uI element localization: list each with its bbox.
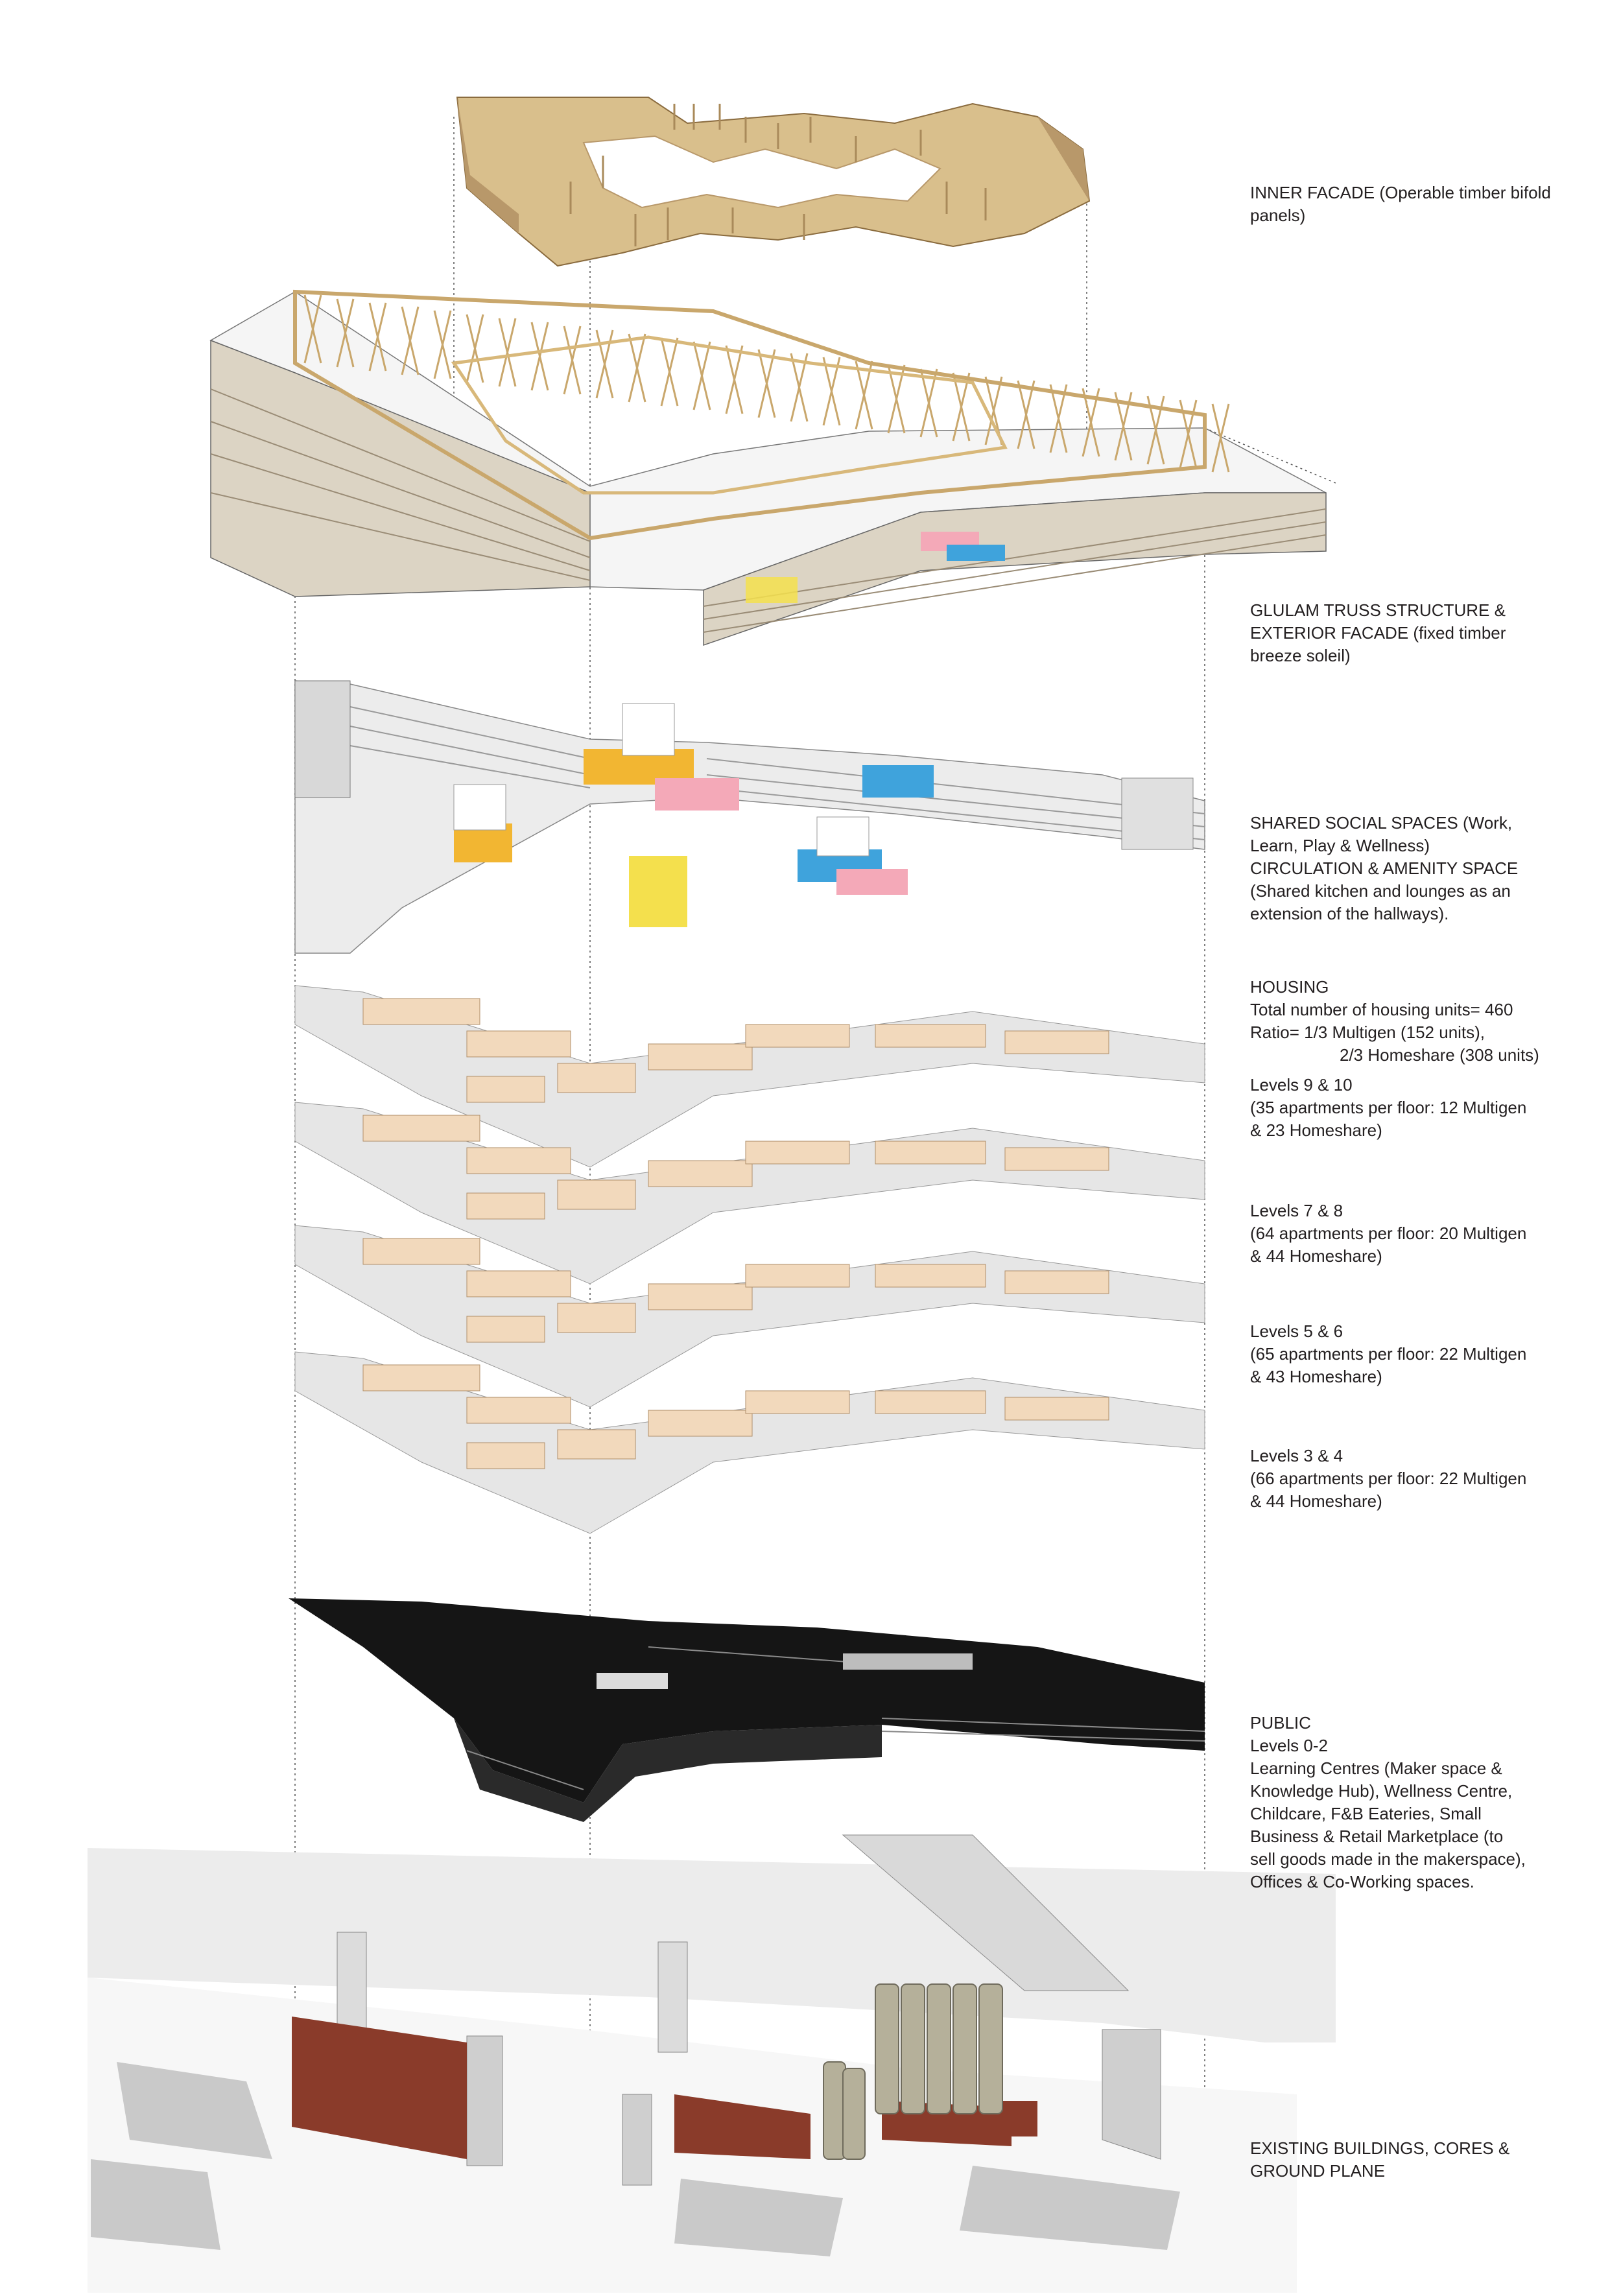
housing-levels-3-4-label: Levels 3 & 4 (66 apartments per floor: 2… [1250, 1445, 1587, 1513]
social-line-2: Learn, Play & Wellness) [1250, 836, 1430, 855]
social-line-3: CIRCULATION & AMENITY SPACE [1250, 858, 1519, 878]
social-layer [294, 680, 1205, 954]
housing-level-name: Levels 5 & 6 [1250, 1321, 1343, 1341]
existing-label: EXISTING BUILDINGS, CORES & GROUND PLANE [1250, 2137, 1587, 2183]
public-line-2: Levels 0-2 [1250, 1736, 1328, 1755]
public-line-6: Business & Retail Marketplace (to [1250, 1827, 1504, 1846]
housing-levels-9-10-label: Levels 9 & 10 (35 apartments per floor: … [1250, 1074, 1587, 1142]
housing-floor-plate [294, 985, 1205, 1168]
social-line-5: extension of the hallways). [1250, 904, 1449, 923]
public-line-1: PUBLIC [1250, 1713, 1311, 1733]
housing-levels-5-6-label: Levels 5 & 6 (65 apartments per floor: 2… [1250, 1320, 1587, 1388]
housing-label: HOUSING Total number of housing units= 4… [1250, 976, 1587, 1067]
truss-label: GLULAM TRUSS STRUCTURE & EXTERIOR FACADE… [1250, 599, 1587, 667]
inner-facade-line-2: panels) [1250, 206, 1306, 225]
public-line-5: Childcare, F&B Eateries, Small [1250, 1804, 1482, 1823]
housing-total: Total number of housing units= 460 [1250, 1000, 1513, 1019]
housing-floor-plate [294, 1102, 1205, 1284]
housing-floor-plate [294, 1225, 1205, 1408]
public-label: PUBLIC Levels 0-2 Learning Centres (Make… [1250, 1712, 1587, 1893]
housing-level-name: Levels 9 & 10 [1250, 1075, 1353, 1095]
housing-level-detail-2: & 44 Homeshare) [1250, 1491, 1382, 1511]
social-label: SHARED SOCIAL SPACES (Work, Learn, Play … [1250, 812, 1587, 925]
existing-layer [88, 1834, 1336, 2293]
housing-ratio-1: Ratio= 1/3 Multigen (152 units), [1250, 1023, 1485, 1042]
existing-line-2: GROUND PLANE [1250, 2161, 1386, 2181]
housing-title: HOUSING [1250, 977, 1329, 997]
housing-level-detail-1: (65 apartments per floor: 22 Multigen [1250, 1344, 1527, 1364]
housing-level-detail-1: (66 apartments per floor: 22 Multigen [1250, 1469, 1527, 1488]
truss-line-3: breeze soleil) [1250, 646, 1351, 665]
housing-layer [294, 985, 1205, 1534]
housing-floor-plate [294, 1351, 1205, 1534]
public-line-8: Offices & Co-Working spaces. [1250, 1872, 1474, 1891]
truss-line-1: GLULAM TRUSS STRUCTURE & [1250, 600, 1506, 620]
social-line-1: SHARED SOCIAL SPACES (Work, [1250, 813, 1513, 833]
housing-level-detail-2: & 23 Homeshare) [1250, 1120, 1382, 1140]
housing-levels-7-8-label: Levels 7 & 8 (64 apartments per floor: 2… [1250, 1200, 1587, 1268]
social-line-4: (Shared kitchen and lounges as an [1250, 881, 1511, 901]
inner-facade-layer [456, 97, 1091, 267]
public-line-3: Learning Centres (Maker space & [1250, 1758, 1502, 1778]
existing-line-1: EXISTING BUILDINGS, CORES & [1250, 2138, 1510, 2158]
housing-level-name: Levels 7 & 8 [1250, 1201, 1343, 1220]
public-line-7: sell goods made in the makerspace), [1250, 1849, 1526, 1869]
public-layer [289, 1598, 1205, 1822]
housing-ratio-2: 2/3 Homeshare (308 units) [1340, 1045, 1539, 1065]
inner-facade-line-1: INNER FACADE (Operable timber bifold [1250, 183, 1551, 202]
housing-level-detail-1: (64 apartments per floor: 20 Multigen [1250, 1224, 1527, 1243]
housing-level-detail-1: (35 apartments per floor: 12 Multigen [1250, 1098, 1527, 1117]
truss-layer [209, 289, 1327, 646]
housing-level-name: Levels 3 & 4 [1250, 1446, 1343, 1465]
housing-level-detail-2: & 44 Homeshare) [1250, 1246, 1382, 1266]
truss-line-2: EXTERIOR FACADE (fixed timber [1250, 623, 1506, 643]
housing-level-detail-2: & 43 Homeshare) [1250, 1367, 1382, 1386]
inner-facade-label: INNER FACADE (Operable timber bifold pan… [1250, 182, 1587, 227]
public-line-4: Knowledge Hub), Wellness Centre, [1250, 1781, 1513, 1801]
